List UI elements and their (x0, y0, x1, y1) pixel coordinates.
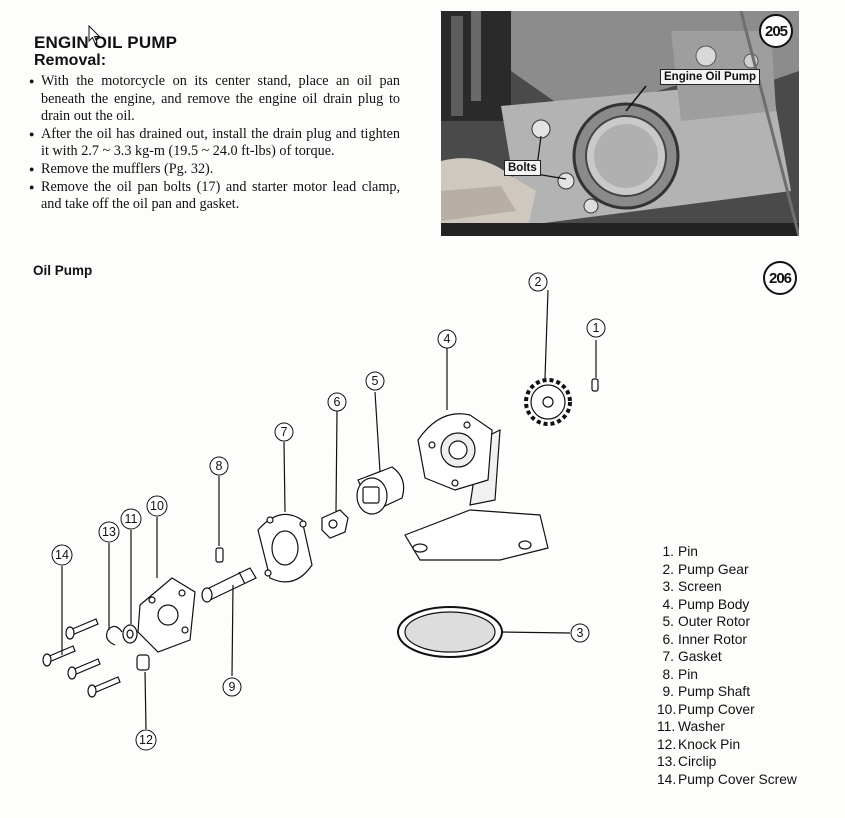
callout-9: 9 (222, 677, 242, 697)
legend-item: 14.Pump Cover Screw (657, 771, 797, 787)
legend-item: 1.Pin (662, 544, 698, 559)
callout-6: 6 (327, 392, 347, 412)
svg-text:8: 8 (216, 459, 223, 473)
legend-item: 11.Washer (657, 719, 726, 734)
callout-7: 7 (274, 422, 294, 442)
diagram-title: Oil Pump (33, 263, 93, 278)
legend-item: 4.Pump Body (662, 596, 750, 612)
callout-10: 10 (146, 495, 168, 517)
svg-text:10: 10 (150, 499, 164, 513)
photo-label-engine-oil-pump: Engine Oil Pump (660, 69, 761, 85)
svg-text:14: 14 (55, 548, 69, 562)
callout-4: 4 (437, 329, 457, 349)
legend-item: 10.Pump Cover (657, 701, 755, 717)
callout-2: 2 (528, 272, 548, 292)
callout-14: 14 (51, 544, 73, 566)
engine-photo: Engine Oil Pump Bolts 205 (441, 11, 799, 236)
svg-text:9: 9 (229, 680, 236, 694)
step-item: Remove the mufflers (Pg. 32). (28, 161, 400, 179)
callout-13: 13 (98, 521, 120, 543)
svg-text:4: 4 (444, 332, 451, 346)
legend-item: 7.Gasket (662, 649, 722, 664)
removal-steps: With the motorcycle on its center stand,… (28, 73, 400, 214)
svg-text:1: 1 (593, 321, 600, 335)
legend-item: 5.Outer Rotor (662, 614, 751, 629)
step-item: Remove the oil pan bolts (17) and starte… (28, 179, 400, 214)
svg-text:2: 2 (535, 275, 542, 289)
svg-text:6: 6 (334, 395, 341, 409)
mouse-pointer-icon (88, 25, 101, 45)
engine-photo-illustration (441, 11, 799, 236)
svg-text:12: 12 (139, 733, 153, 747)
legend-item: 13.Circlip (657, 754, 717, 769)
callout-3: 3 (570, 623, 590, 643)
legend-item: 12.Knock Pin (657, 736, 741, 752)
step-item: After the oil has drained out, install t… (28, 126, 400, 161)
svg-text:7: 7 (281, 425, 288, 439)
callout-12: 12 (135, 729, 157, 751)
svg-text:5: 5 (372, 374, 379, 388)
page-title: ENGIN OIL PUMP (34, 33, 178, 52)
svg-text:3: 3 (577, 626, 584, 640)
section-subtitle: Removal: (34, 52, 107, 69)
svg-text:13: 13 (102, 525, 116, 539)
figure-number-badge: 205 (759, 14, 793, 48)
callout-5: 5 (365, 371, 385, 391)
svg-text:11: 11 (125, 512, 138, 526)
parts-legend: 1.Pin 2.Pump Gear 3.Screen 4.Pump Body 5… (657, 543, 797, 788)
callout-1: 1 (586, 318, 606, 338)
legend-item: 8.Pin (662, 666, 698, 682)
step-item: With the motorcycle on its center stand,… (28, 73, 400, 126)
legend-item: 3.Screen (662, 579, 722, 594)
callout-8: 8 (209, 456, 229, 476)
callout-11: 11 (120, 508, 142, 530)
oil-pump-exploded-diagram: 2 1 4 5 6 7 8 10 11 13 14 3 9 12 (42, 272, 606, 751)
figure-number-badge: 206 (763, 261, 797, 295)
legend-item: 6.Inner Rotor (662, 631, 748, 647)
legend-item: 2.Pump Gear (662, 561, 749, 577)
photo-label-bolts: Bolts (504, 160, 541, 176)
legend-item: 9.Pump Shaft (662, 684, 751, 699)
